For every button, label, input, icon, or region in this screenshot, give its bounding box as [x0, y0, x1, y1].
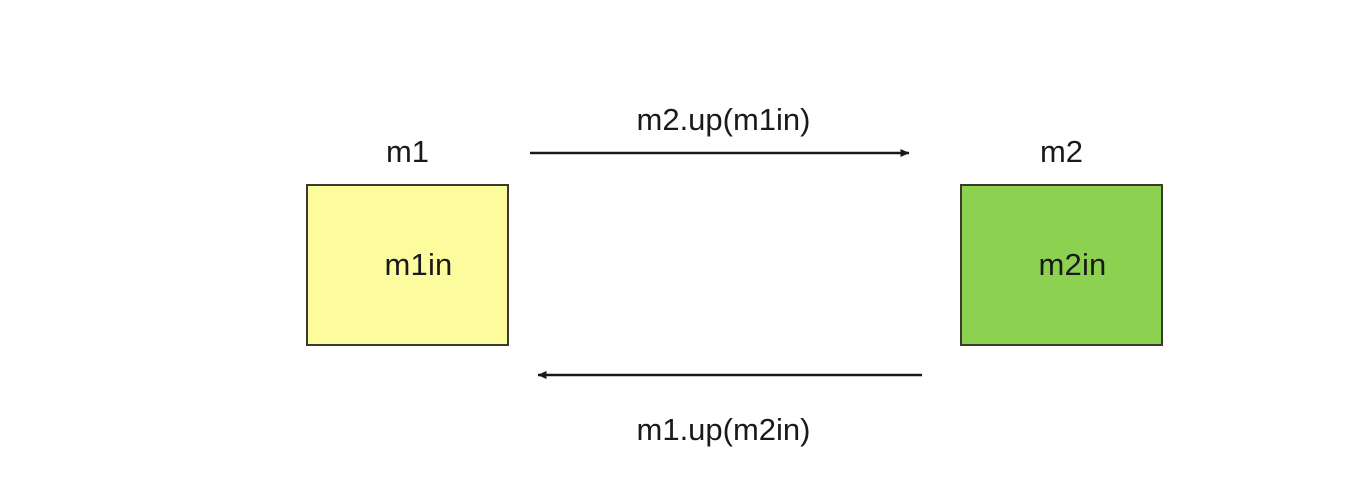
arrow-right-icon [530, 149, 910, 157]
arrow-label-top: m2.up(m1in) [636, 102, 811, 137]
module-box-m2[interactable]: m2in [960, 184, 1163, 346]
arrow-label-bottom: m1.up(m2in) [636, 412, 811, 447]
module-caption-m2: m2 [1039, 134, 1084, 169]
module-inner-label-m2in: m2in [1038, 247, 1107, 282]
arrow-left-icon [537, 371, 922, 379]
module-caption-m1: m1 [385, 134, 430, 169]
module-inner-label-m1in: m1in [384, 247, 453, 282]
module-box-m1[interactable]: m1in [306, 184, 509, 346]
